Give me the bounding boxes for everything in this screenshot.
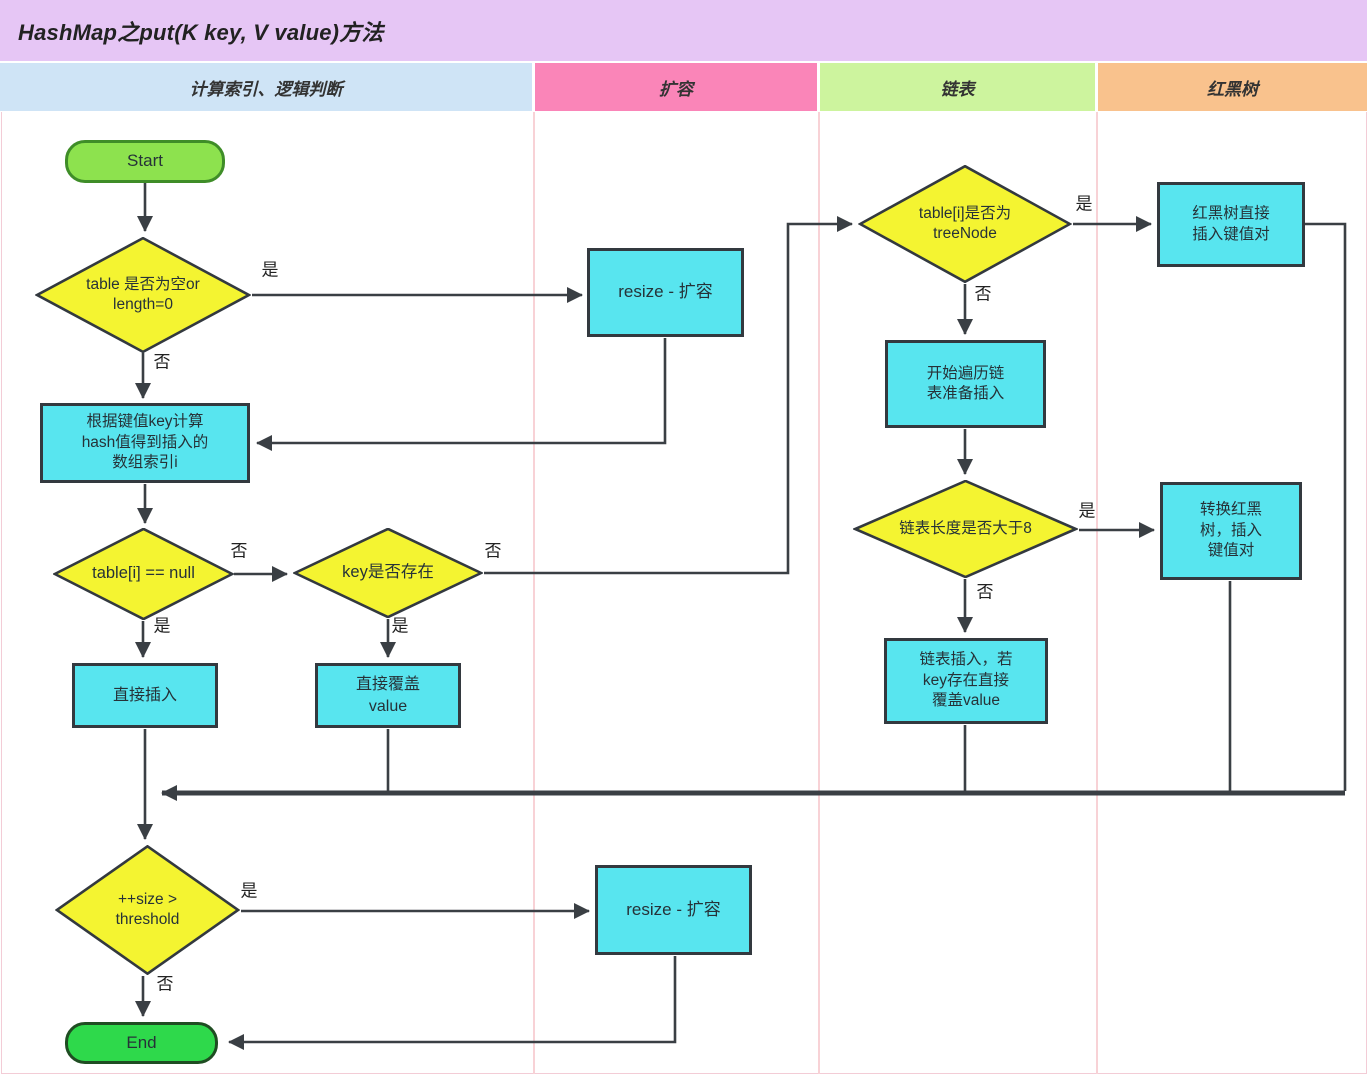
lane-header-label: 扩容	[659, 79, 693, 99]
title-bar: HashMap之put(K key, V value)方法	[0, 0, 1367, 61]
edge-label-yes: 是	[261, 260, 279, 280]
edge-label-yes: 是	[391, 616, 409, 636]
process-overwrite-value: 直接覆盖 value	[315, 663, 461, 728]
edge-label-no: 否	[974, 284, 992, 304]
lane-header-label: 红黑树	[1207, 79, 1258, 99]
edge-label-no: 否	[230, 541, 248, 561]
process-calc-hash: 根据键值key计算 hash值得到插入的 数组索引i	[40, 403, 250, 483]
process-traverse-list-label: 开始遍历链 表准备插入	[926, 364, 1005, 402]
decision-key-exists-label: key是否存在	[342, 563, 434, 582]
process-rbtree-insert-label: 红黑树直接 插入键值对	[1192, 205, 1270, 243]
diamond-shape	[55, 845, 240, 975]
decision-table-empty-label: table 是否为空or length=0	[86, 275, 200, 313]
edge-label-no: 否	[976, 582, 994, 602]
process-resize-2: resize - 扩容	[595, 865, 752, 955]
edge-label-yes: 是	[153, 616, 171, 636]
diamond-shape	[858, 165, 1072, 283]
decision-is-treenode: table[i]是否为 treeNode	[858, 165, 1072, 283]
decision-table-i-null: table[i] == null	[53, 528, 234, 620]
edge-label-yes: 是	[1078, 501, 1096, 521]
lane-separator	[818, 112, 820, 1074]
decision-list-length-label: 链表长度是否大于8	[899, 519, 1032, 537]
lane-header-label: 链表	[940, 79, 975, 99]
lane-header-index-logic: 计算索引、逻辑判断	[0, 63, 532, 111]
decision-size-threshold-label: ++size > threshold	[115, 890, 180, 928]
node-end: End	[65, 1022, 218, 1064]
node-end-label: End	[126, 1032, 157, 1052]
edge-label-no: 否	[153, 352, 171, 372]
process-direct-insert: 直接插入	[72, 663, 218, 728]
node-start: Start	[65, 140, 225, 183]
lane-header-resize: 扩容	[535, 63, 817, 111]
decision-table-i-null-label: table[i] == null	[92, 564, 195, 583]
lane-separator	[533, 112, 535, 1074]
lane-header-label: 计算索引、逻辑判断	[189, 79, 343, 99]
decision-is-treenode-label: table[i]是否为 treeNode	[918, 204, 1012, 242]
process-convert-rbtree: 转换红黑 树，插入 键值对	[1160, 482, 1302, 580]
edge-label-yes: 是	[240, 881, 258, 901]
process-direct-insert-label: 直接插入	[112, 686, 177, 704]
process-list-insert-label: 链表插入，若 key存在直接 覆盖value	[919, 651, 1013, 710]
diamond-shape	[35, 237, 251, 353]
process-convert-rbtree-label: 转换红黑 树，插入 键值对	[1199, 501, 1262, 560]
decision-size-threshold: ++size > threshold	[55, 845, 240, 975]
process-resize-1-label: resize - 扩容	[618, 282, 713, 302]
diamond-shape	[53, 528, 234, 620]
process-resize-2-label: resize - 扩容	[626, 899, 721, 919]
node-start-label: Start	[127, 151, 163, 171]
edge-label-yes: 是	[1075, 194, 1093, 214]
process-rbtree-insert: 红黑树直接 插入键值对	[1157, 182, 1305, 267]
lane-header-rbtree: 红黑树	[1098, 63, 1367, 111]
decision-list-length: 链表长度是否大于8	[853, 480, 1078, 578]
diamond-shape	[853, 480, 1078, 578]
lane-header-linkedlist: 链表	[820, 63, 1095, 111]
decision-table-empty: table 是否为空or length=0	[35, 237, 251, 353]
page-title: HashMap之put(K key, V value)方法	[18, 19, 384, 45]
edge-label-no: 否	[156, 974, 174, 994]
diamond-shape	[293, 528, 483, 618]
edge-label-no: 否	[484, 541, 502, 561]
process-overwrite-value-label: 直接覆盖 value	[355, 676, 420, 715]
decision-key-exists: key是否存在	[293, 528, 483, 618]
lane-separator	[1096, 112, 1098, 1074]
process-resize-1: resize - 扩容	[587, 248, 744, 337]
process-traverse-list: 开始遍历链 表准备插入	[885, 340, 1046, 428]
process-calc-hash-label: 根据键值key计算 hash值得到插入的 数组索引i	[81, 413, 209, 472]
process-list-insert: 链表插入，若 key存在直接 覆盖value	[884, 638, 1048, 724]
